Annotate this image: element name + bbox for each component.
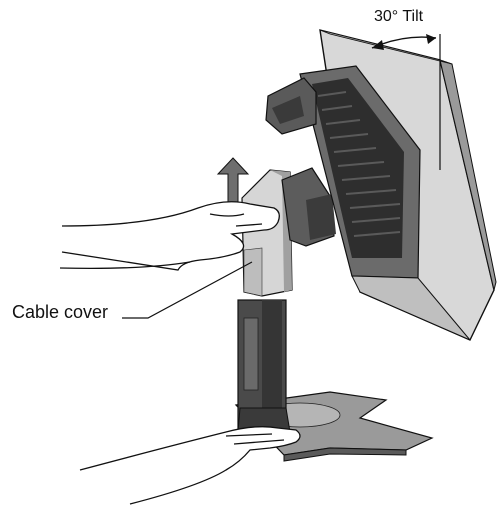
hinge-arm bbox=[281, 167, 336, 247]
cable-cover-leader-line bbox=[122, 261, 253, 319]
cable-cover bbox=[241, 169, 293, 297]
tilt-label: 30° Tilt bbox=[374, 8, 424, 25]
lower-hand bbox=[79, 426, 301, 505]
tilt-arc-arrow-icon bbox=[371, 34, 437, 50]
monitor bbox=[265, 29, 497, 341]
cable-cover-label: Cable cover bbox=[12, 302, 109, 322]
upper-hand bbox=[59, 201, 280, 271]
stand-column bbox=[236, 299, 292, 440]
